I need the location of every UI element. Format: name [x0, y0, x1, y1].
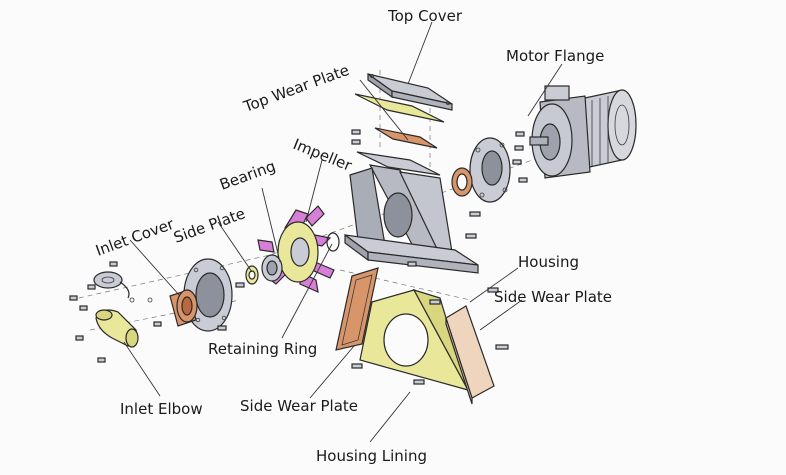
housing-frame — [344, 151, 479, 274]
label-impeller: Impeller — [291, 135, 356, 175]
label-inlet-cover: Inlet Cover — [93, 215, 177, 260]
impeller-part — [257, 205, 335, 294]
fasteners — [69, 129, 528, 385]
leader-lines — [123, 21, 563, 443]
motor — [529, 85, 637, 179]
label-top-wear-plate: Top Wear Plate — [240, 61, 351, 116]
motor-adapter-plate — [469, 137, 511, 203]
retaining-ring-part — [326, 232, 340, 252]
top-cover-part — [367, 72, 453, 111]
label-top-cover: Top Cover — [387, 7, 463, 25]
seal-ring — [451, 167, 473, 197]
label-housing-lining: Housing Lining — [316, 447, 427, 465]
inlet-cover-hardware — [93, 271, 130, 299]
inlet-bush — [169, 289, 198, 327]
bearing-part — [261, 254, 283, 282]
label-retaining-ring: Retaining Ring — [208, 340, 317, 358]
label-inlet-elbow: Inlet Elbow — [120, 400, 203, 418]
label-motor-flange: Motor Flange — [506, 47, 604, 65]
housing-lining-part — [359, 288, 471, 399]
label-bearing: Bearing — [217, 157, 278, 194]
side-wear-plate-right-part — [445, 305, 495, 405]
inlet-elbow-part — [95, 309, 139, 348]
label-housing: Housing — [518, 253, 579, 271]
label-side-plate: Side Plate — [171, 204, 247, 246]
label-side-wear-plate-right: Side Wear Plate — [494, 288, 612, 306]
side-wear-plate-bottom-part — [335, 267, 379, 351]
side-plate-part — [245, 265, 259, 285]
label-side-wear-plate-bottom: Side Wear Plate — [240, 397, 358, 415]
